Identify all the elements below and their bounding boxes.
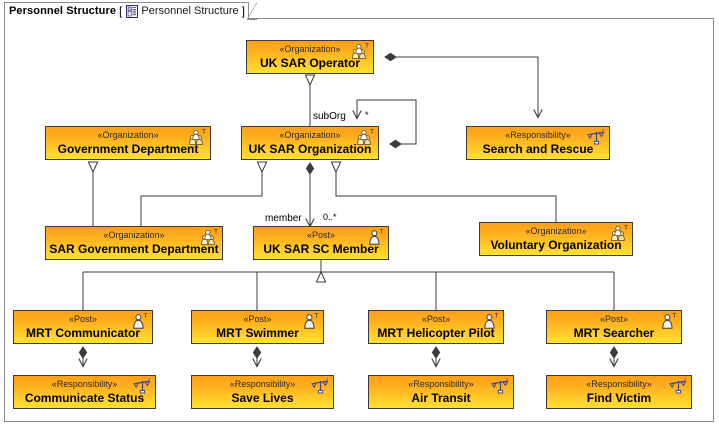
node-label: Search and Rescue xyxy=(482,142,594,156)
diagram-frame xyxy=(4,18,714,422)
node-find_victim[interactable]: «Responsibility» Find Victim T xyxy=(546,375,692,409)
organization-group-icon: T xyxy=(610,224,629,242)
node-stereotype: «Organization» xyxy=(103,230,165,240)
svg-text:T: T xyxy=(601,129,605,134)
svg-text:T: T xyxy=(147,378,151,383)
organization-group-icon: T xyxy=(356,128,375,146)
responsibility-scales-icon: T xyxy=(669,377,688,395)
organization-group-icon: T xyxy=(188,128,207,146)
node-stereotype: «Responsibility» xyxy=(505,130,571,140)
svg-text:T: T xyxy=(683,378,687,383)
node-label: MRT Helicopter Pilot xyxy=(377,326,495,340)
node-label: UK SAR SC Member xyxy=(263,242,379,256)
node-stereotype: «Organization» xyxy=(97,130,159,140)
responsibility-scales-icon: T xyxy=(491,377,510,395)
bracket-close: ] xyxy=(241,4,245,18)
edge-label-sub_org_role: subOrg xyxy=(313,111,346,122)
node-label: Voluntary Organization xyxy=(490,238,622,252)
svg-text:T: T xyxy=(370,129,374,135)
post-person-icon: T xyxy=(366,229,385,246)
organization-group-icon: T xyxy=(351,42,370,60)
diagram-name: Personnel Structure xyxy=(141,5,239,17)
node-label: SAR Government Department xyxy=(49,242,219,256)
post-person-icon: T xyxy=(481,313,500,330)
node-stereotype: «Responsibility» xyxy=(408,379,474,389)
node-stereotype: «Post» xyxy=(599,314,629,324)
node-mrt_helicopter_pilot[interactable]: «Post» MRT Helicopter Pilot T xyxy=(368,310,504,344)
node-stereotype: «Responsibility» xyxy=(229,379,296,389)
svg-text:T: T xyxy=(505,378,509,383)
node-label: Find Victim xyxy=(586,391,652,405)
node-search_and_rescue[interactable]: «Responsibility» Search and Rescue T xyxy=(466,126,610,160)
node-communicate_status[interactable]: «Responsibility» Communicate Status T xyxy=(13,375,156,409)
node-label: MRT Searcher xyxy=(573,326,655,340)
svg-text:T: T xyxy=(672,313,676,320)
node-label: Communicate Status xyxy=(24,391,145,405)
edge-label-member_mult: 0..* xyxy=(323,212,337,222)
node-label: MRT Swimmer xyxy=(216,326,299,340)
svg-text:T: T xyxy=(202,129,206,135)
svg-text:T: T xyxy=(143,313,147,320)
responsibility-scales-icon: T xyxy=(133,377,152,395)
responsibility-scales-icon: T xyxy=(587,128,606,146)
svg-text:T: T xyxy=(624,225,628,231)
bracket-open: [ xyxy=(119,4,123,18)
edge-label-sub_org_mult: * xyxy=(365,110,369,120)
node-stereotype: «Organization» xyxy=(279,130,341,140)
svg-text:T: T xyxy=(494,313,498,320)
post-person-icon: T xyxy=(301,313,320,330)
node-label: UK SAR Operator xyxy=(259,56,360,70)
responsibility-scales-icon: T xyxy=(311,377,330,395)
node-save_lives[interactable]: «Responsibility» Save Lives T xyxy=(191,375,334,409)
node-air_transit[interactable]: «Responsibility» Air Transit T xyxy=(368,375,514,409)
node-stereotype: «Post» xyxy=(421,314,451,324)
node-government_department[interactable]: «Organization» Government Department T xyxy=(45,126,211,160)
post-person-icon: T xyxy=(130,313,149,330)
node-mrt_swimmer[interactable]: «Post» MRT Swimmer T xyxy=(191,310,324,344)
node-stereotype: «Post» xyxy=(306,230,336,240)
node-stereotype: «Post» xyxy=(243,314,272,324)
node-stereotype: «Post» xyxy=(68,314,98,324)
page-title: Personnel Structure xyxy=(9,5,117,17)
diagram-document-icon xyxy=(126,4,139,18)
node-label: Save Lives xyxy=(231,391,294,405)
edge-label-member_role: member xyxy=(265,213,302,224)
svg-text:T: T xyxy=(365,43,369,49)
svg-text:T: T xyxy=(214,229,218,235)
node-stereotype: «Organization» xyxy=(279,44,341,54)
node-label: Air Transit xyxy=(411,391,471,405)
node-stereotype: «Responsibility» xyxy=(586,379,652,389)
node-stereotype: «Organization» xyxy=(525,226,587,236)
node-stereotype: «Responsibility» xyxy=(51,379,118,389)
node-sar_gov_department[interactable]: «Organization» SAR Government Department T xyxy=(45,226,223,260)
node-label: UK SAR Organization xyxy=(248,142,372,156)
svg-text:T: T xyxy=(379,229,383,236)
svg-text:T: T xyxy=(314,313,318,320)
node-voluntary_org[interactable]: «Organization» Voluntary Organization T xyxy=(479,222,633,256)
node-mrt_searcher[interactable]: «Post» MRT Searcher T xyxy=(546,310,682,344)
organization-group-icon: T xyxy=(200,228,219,246)
node-label: Government Department xyxy=(57,142,199,156)
diagram-title-tab[interactable]: Personnel Structure [ Personnel Structur… xyxy=(4,2,257,20)
post-person-icon: T xyxy=(659,313,678,330)
node-uk_sar_organization[interactable]: «Organization» UK SAR Organization T xyxy=(241,126,379,160)
node-uk_sar_operator[interactable]: «Organization» UK SAR Operator T xyxy=(246,40,374,74)
svg-text:T: T xyxy=(325,378,329,383)
node-label: MRT Communicator xyxy=(26,326,140,340)
